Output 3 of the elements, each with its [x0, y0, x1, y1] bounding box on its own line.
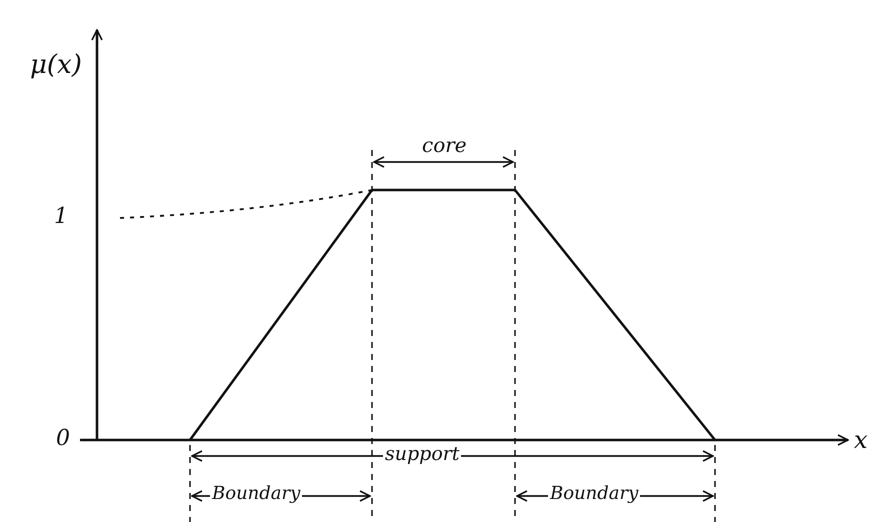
dimension-label: Boundary — [548, 485, 640, 503]
dimension-label: support — [383, 445, 462, 464]
dimension-label: Boundary — [210, 485, 302, 503]
